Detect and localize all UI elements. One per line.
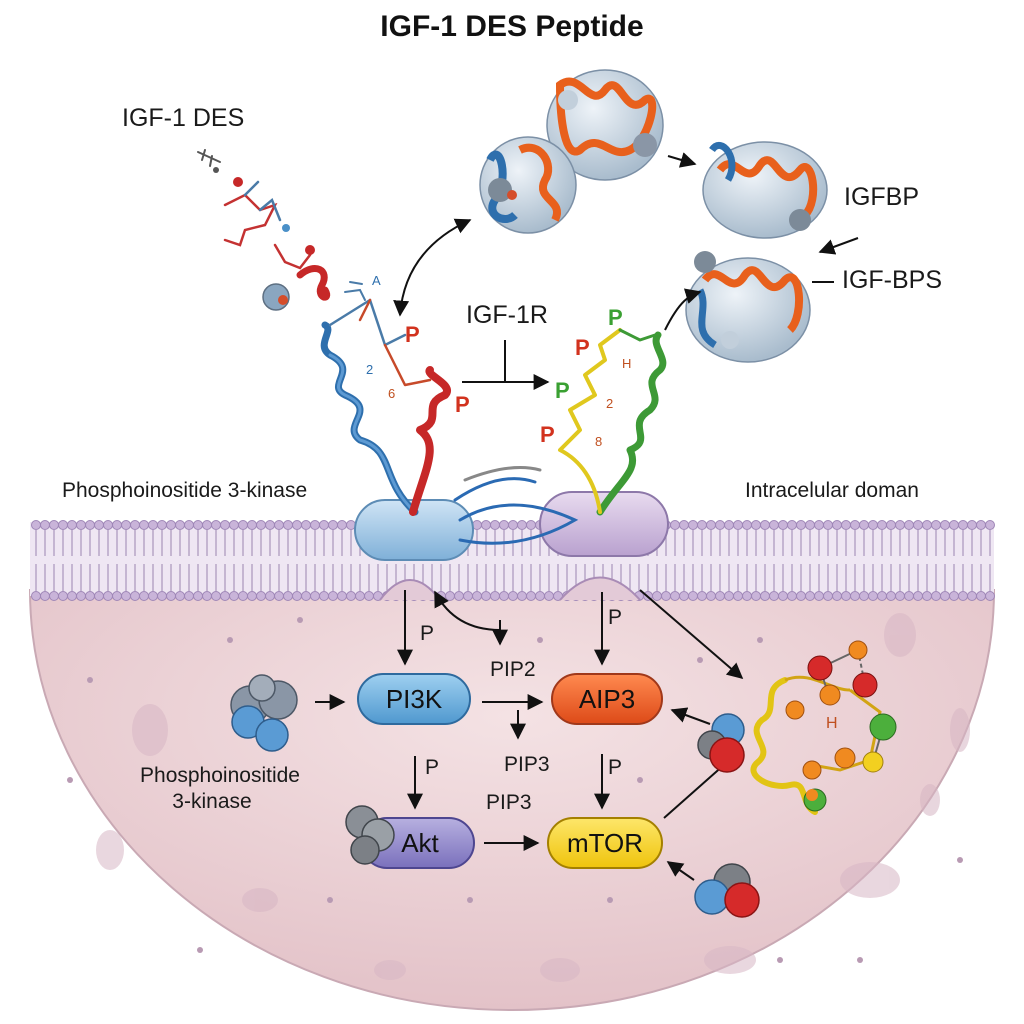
organelle-blobs [96,613,970,982]
node-pi3k: PI3K [357,673,471,725]
vesicle-dots [67,617,963,963]
phospho-label-p1: P [405,322,420,347]
dimerization-arcs [453,466,579,545]
edge-label-p-4: P [608,756,622,779]
node-akt-label: Akt [401,828,439,858]
residue-label-6: 6 [388,386,395,401]
mtor-partner-molecule [694,863,760,918]
igf1r-beta-helices-right [558,328,667,516]
pathway-arrows [315,589,744,881]
akt-partner-molecule [345,805,395,865]
label-igf1-des: IGF-1 DES [122,104,244,132]
phospho-label-green-p1: P [608,305,623,330]
receptor-right [539,491,669,557]
residue-label-2b: 2 [606,396,613,411]
node-pi3k-label: PI3K [386,684,443,714]
residue-label-a: A [372,273,381,288]
node-aip3-label: AIP3 [579,684,635,714]
residue-label-h-peptide: H [826,715,838,732]
pi3k-molecule [230,674,298,752]
node-mtor-label: mTOR [567,828,643,858]
igfbp-complex-top [546,69,664,181]
residue-label-2: 2 [366,362,373,377]
igf1-des-molecule [197,149,366,311]
node-mtor: mTOR [547,817,663,869]
phospho-label-p2: P [455,392,470,417]
node-aip3: AIP3 [551,673,663,725]
peptide-ball-and-stick [750,640,897,815]
phospho-label-p3: P [575,335,590,360]
diagram-title: IGF-1 DES Peptide [380,10,643,43]
label-intracellular-domain: Intracelular doman [745,479,919,502]
label-igf-bps: IGF-BPS [842,266,942,294]
edge-label-p-3: P [425,756,439,779]
edge-label-pip3: PIP3 [504,753,550,776]
igfbp-complex-right-2 [685,251,811,363]
residue-label-h: H [622,356,631,371]
phospho-label-p4: P [540,422,555,447]
phospho-label-green-p2: P [555,378,570,403]
label-igf1r: IGF-1R [466,301,548,329]
edge-label-p-1: P [420,622,434,645]
edge-label-pip3-b: PIP3 [486,791,532,814]
membrane-dimple-right [559,576,641,601]
cell-membrane [30,520,995,601]
edge-label-p-2: P [608,606,622,629]
residue-label-8: 8 [595,434,602,449]
edge-label-pip2: PIP2 [490,658,536,681]
membrane-dimple-left [379,579,441,601]
aip3-partner-molecule [697,713,745,773]
label-igfbp: IGFBP [844,183,919,211]
igf1r-alpha-helices-left [320,298,452,516]
igfbp-complex-left [479,136,577,234]
igfbp-complex-right-1 [702,141,828,239]
label-phosphoinositide-3-kinase: Phosphoinositide 3-kinase [62,479,307,502]
label-pi3k-bottom-1: Phosphoinositide [140,764,300,787]
top-arrows [393,152,859,390]
label-pi3k-bottom-2: 3-kinase [172,790,251,813]
